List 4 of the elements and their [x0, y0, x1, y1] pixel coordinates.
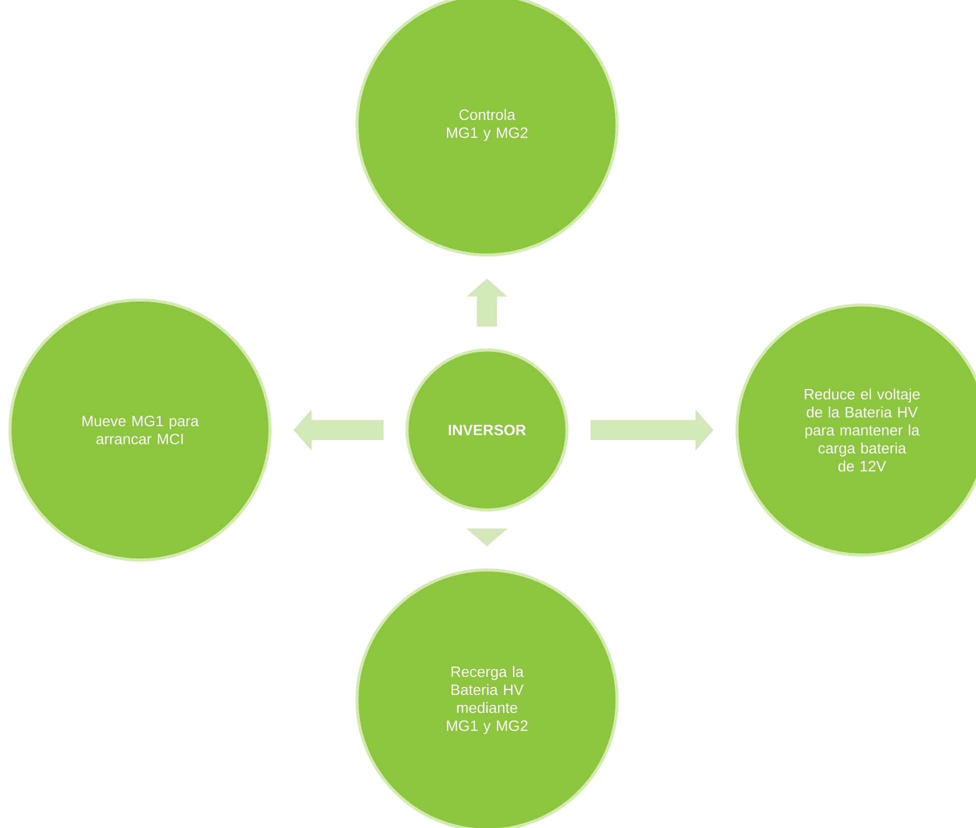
circle-node: Recerga la Bateria HV mediante MG1 y MG2: [356, 568, 618, 828]
circle-node: Reduce el voltaje de la Bateria HV para mantener la carga bateria de 12V: [736, 304, 976, 556]
circle-node: INVERSOR: [406, 348, 568, 512]
circle-node: Mueve MG1 para arrancar MCI: [8, 298, 272, 562]
